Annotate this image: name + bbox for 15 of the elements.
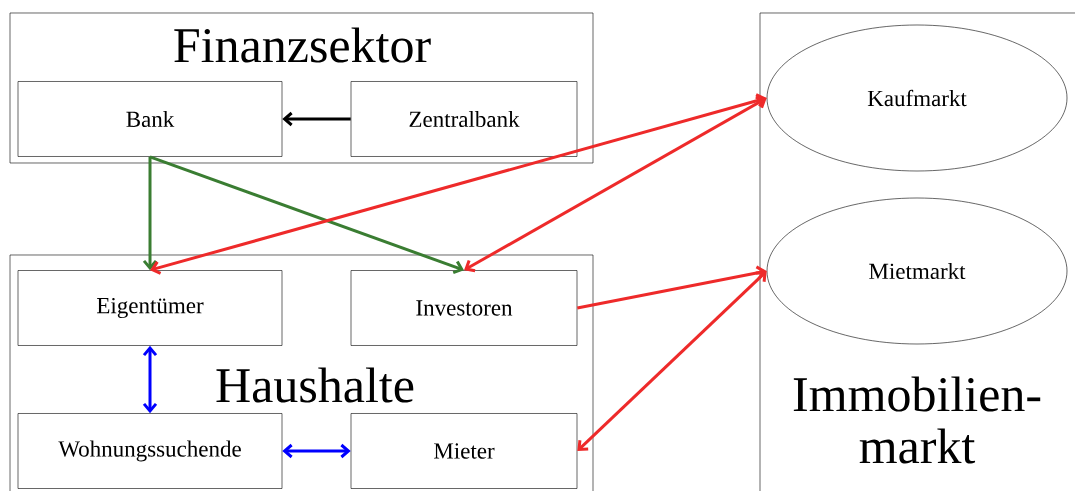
process-box: Zentralbank (350, 81, 578, 157)
arrow (142, 156, 158, 271)
arrow (577, 271, 767, 451)
process-box: Bank (17, 81, 283, 157)
process-box: Investoren (350, 270, 578, 346)
arrow (577, 265, 767, 310)
arrow (142, 345, 158, 414)
process-box: Eigentümer (17, 270, 283, 346)
arrow (149, 155, 464, 275)
process-box: Wohnungssuchende (17, 413, 283, 489)
arrow (282, 111, 351, 127)
process-box: Mieter (350, 413, 578, 489)
arrow (464, 95, 767, 273)
arrow (282, 443, 351, 459)
arrow (150, 93, 767, 275)
